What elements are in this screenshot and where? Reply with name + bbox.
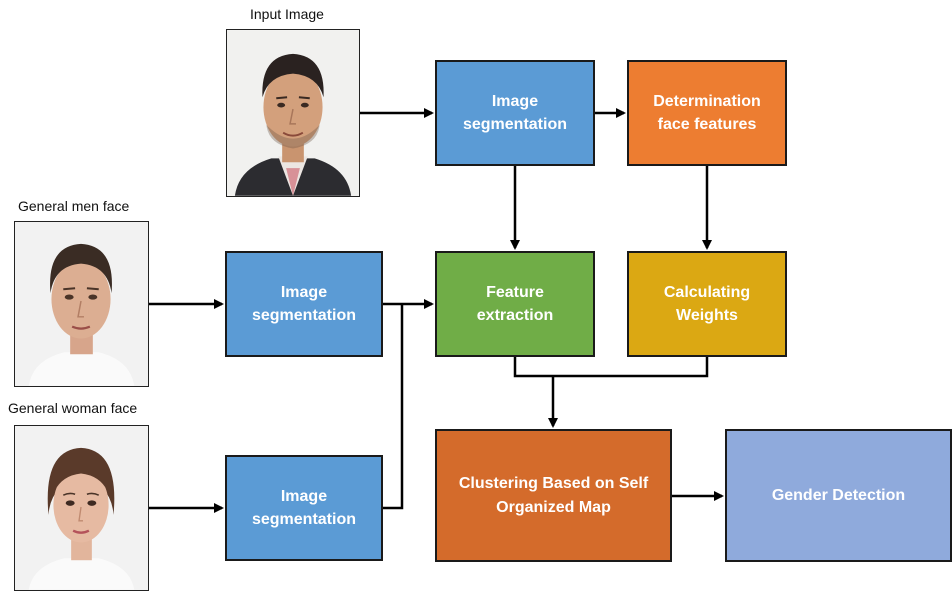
feature-extraction-label: Feature extraction: [476, 283, 554, 324]
clustering-som-box: Clustering Based on Self Organized Map: [435, 429, 672, 562]
input-image-photo: [226, 29, 360, 197]
image-segmentation-box-woman: Image segmentation: [225, 455, 383, 561]
line-extraction-weights-merge: [513, 357, 709, 378]
woman-face-caption: General woman face: [8, 400, 138, 416]
line-woman-seg-to-bus: [383, 304, 404, 510]
image-segmentation-label: Image segmentation: [251, 487, 356, 528]
average-male-face-icon: [15, 222, 148, 386]
men-face-caption: General men face: [18, 198, 130, 214]
woman-face-photo: [14, 425, 149, 591]
average-female-face-icon: [15, 426, 148, 590]
gender-detection-label: Gender Detection: [771, 486, 906, 504]
image-segmentation-label: Image segmentation: [251, 283, 356, 324]
calculating-weights-box: Calculating Weights: [627, 251, 787, 357]
calculating-weights-label: Calculating Weights: [663, 283, 751, 324]
clustering-som-label: Clustering Based on Self Organized Map: [458, 475, 649, 516]
men-face-photo: [14, 221, 149, 387]
image-segmentation-box-men: Image segmentation: [225, 251, 383, 357]
determination-face-features-label: Determination face features: [653, 92, 761, 133]
gender-detection-box: Gender Detection: [725, 429, 952, 562]
image-segmentation-box-top: Image segmentation: [435, 60, 595, 166]
man-portrait-icon: [227, 30, 359, 196]
feature-extraction-box: Feature extraction: [435, 251, 595, 357]
image-segmentation-label: Image segmentation: [462, 92, 567, 133]
determination-face-features-box: Determination face features: [627, 60, 787, 166]
input-image-caption: Input Image: [250, 6, 324, 22]
